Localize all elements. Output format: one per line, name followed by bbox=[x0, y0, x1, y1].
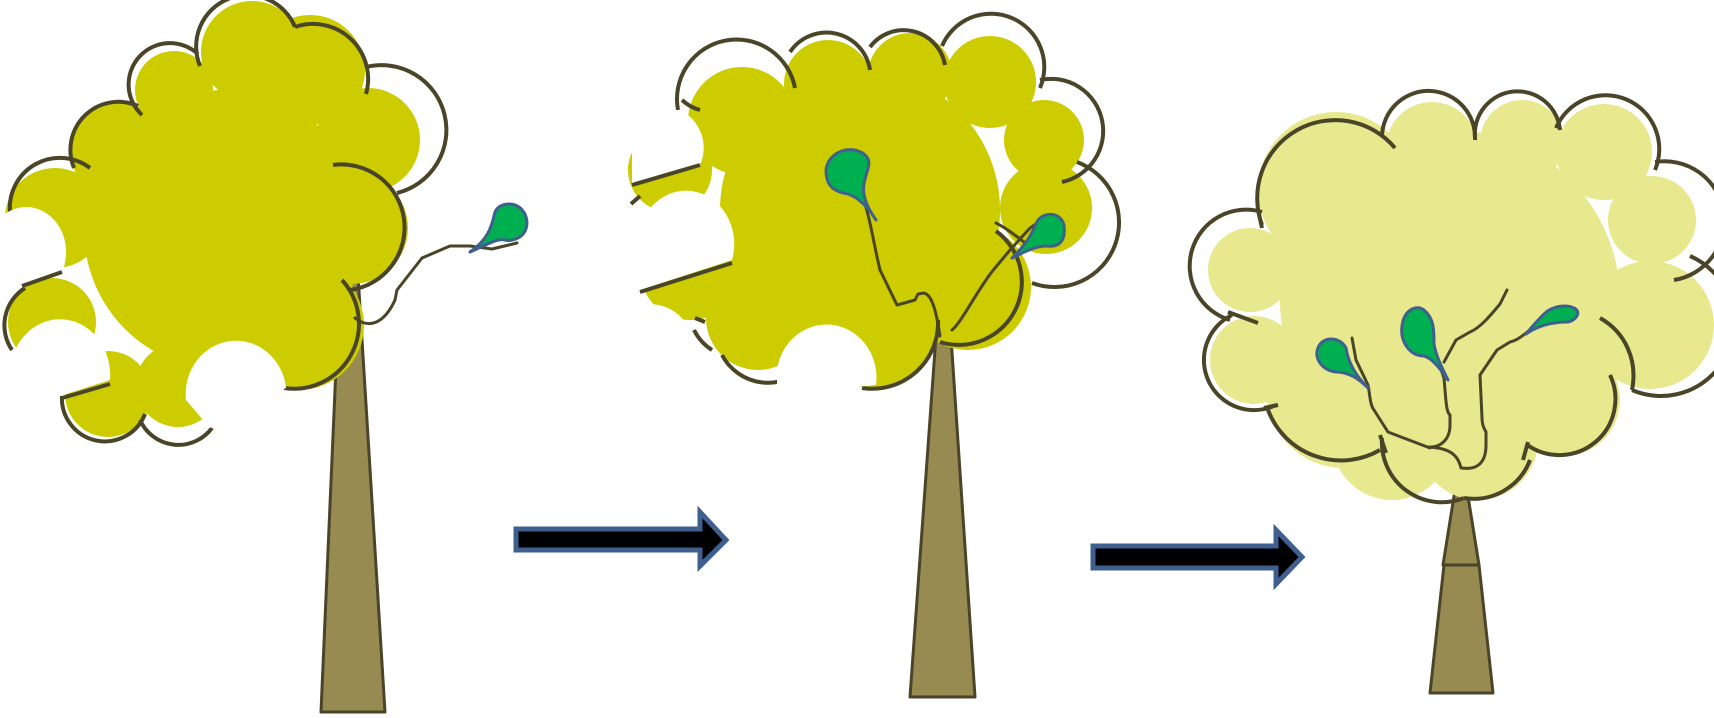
tree-3-crown bbox=[1187, 89, 1714, 505]
tree-stage-3 bbox=[1187, 89, 1714, 695]
tree-3-trunk-base bbox=[1428, 563, 1495, 695]
tree-1-crown bbox=[0, 0, 449, 447]
tree-2-branch bbox=[860, 194, 942, 338]
tree-2-crown bbox=[628, 11, 1122, 395]
tree-2-branch-side bbox=[950, 216, 1047, 332]
tree-3-branch-right bbox=[1460, 318, 1542, 470]
tree-stage-1 bbox=[0, 0, 529, 714]
tree-1-leaf bbox=[468, 202, 529, 254]
tree-2-leaf-upper bbox=[824, 148, 878, 222]
tree-1-branch bbox=[353, 241, 519, 325]
tree-3-leaf-left bbox=[1315, 337, 1370, 390]
tree-3-leaf-right bbox=[1524, 304, 1580, 336]
tree-2-trunk bbox=[908, 320, 977, 699]
tree-stage-2 bbox=[628, 11, 1122, 699]
tree-3-leaf-center bbox=[1400, 306, 1450, 382]
right-arrow-icon bbox=[1090, 523, 1306, 591]
tree-2-leaf-right bbox=[1010, 212, 1066, 260]
right-arrow-icon bbox=[513, 505, 730, 573]
tree-3-branch-left bbox=[1350, 336, 1432, 450]
